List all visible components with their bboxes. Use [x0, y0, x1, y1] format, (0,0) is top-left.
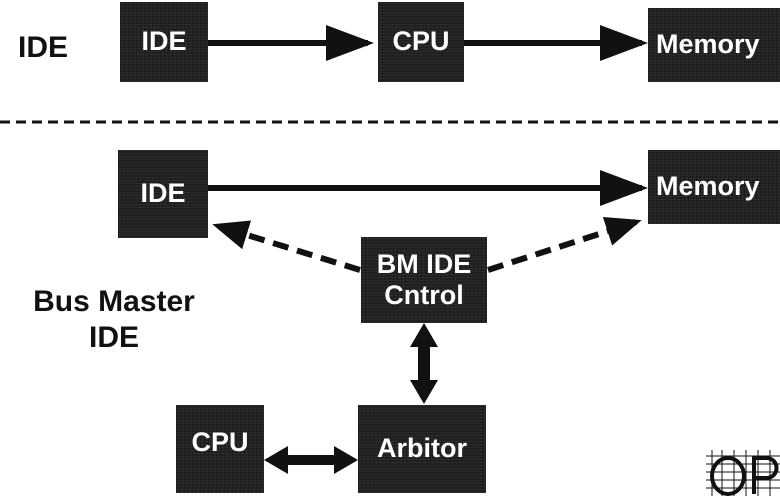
- dashed-arrow-to-ide: [212, 220, 361, 273]
- section-label-bus-master-line1: Bus Master: [33, 285, 195, 318]
- corner-logo: [706, 450, 780, 496]
- dashed-arrow-to-memory: [487, 216, 642, 273]
- double-arrow-cpu-arbitor: [264, 446, 358, 474]
- bm-cpu-box: CPU: [176, 405, 264, 493]
- bm-memory-box: Memory: [648, 150, 780, 224]
- bm-ide-control-line2: Cntrol: [384, 280, 464, 310]
- double-arrow-cntrol-arbitor: [410, 323, 438, 404]
- section-label-bus-master: Bus Master IDE: [14, 284, 214, 356]
- logo-mark: [706, 450, 780, 496]
- top-memory-box: Memory: [648, 8, 780, 82]
- top-cpu-box: CPU: [378, 2, 464, 82]
- bm-ide-control-box: BM IDE Cntrol: [361, 237, 487, 323]
- arbitor-box: Arbitor: [358, 405, 486, 493]
- bm-ide-box: IDE: [118, 150, 208, 238]
- bm-ide-control-line1: BM IDE: [376, 248, 472, 279]
- section-label-bus-master-line2: IDE: [88, 321, 139, 354]
- section-label-ide: IDE: [17, 31, 68, 64]
- top-ide-box: IDE: [120, 2, 208, 82]
